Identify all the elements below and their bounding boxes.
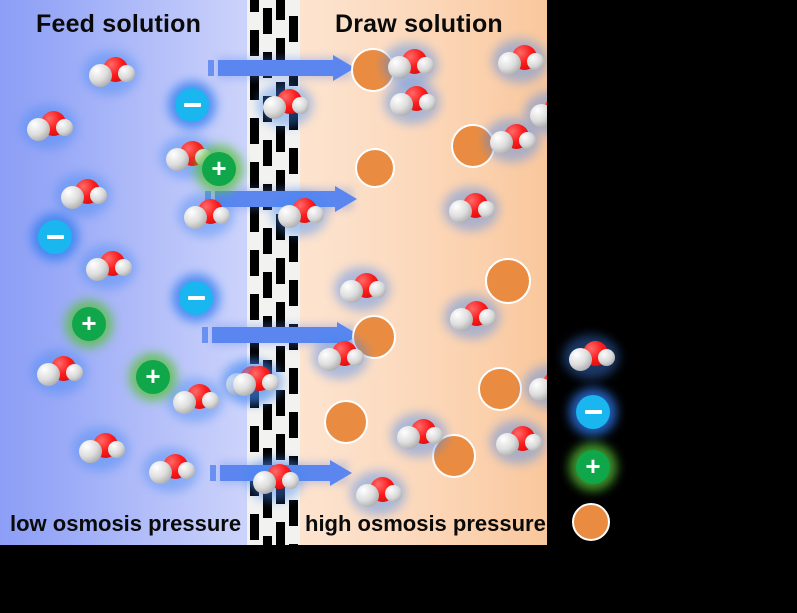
water-molecule-feed — [73, 427, 129, 471]
water-molecule-permeating — [247, 458, 303, 502]
water-molecule-feed — [31, 350, 87, 394]
water-molecule-draw — [444, 295, 500, 339]
water-flux-arrow — [202, 322, 359, 348]
water-molecule-draw — [391, 413, 447, 457]
water-molecule-icon — [563, 335, 619, 379]
water-molecule-feed — [55, 173, 111, 217]
water-molecule-draw — [523, 365, 547, 409]
water-molecule-draw — [492, 39, 547, 83]
water-molecule-feed — [80, 245, 136, 289]
water-molecule-draw — [334, 267, 390, 311]
feed-solution-title: Feed solution — [36, 10, 202, 38]
draw-solute-particle — [324, 400, 368, 444]
water-molecule-feed — [21, 105, 77, 149]
legend-item-anion — [564, 388, 617, 436]
cation-particle: + — [129, 353, 177, 401]
water-molecule-feed — [143, 448, 199, 492]
anion-particle — [168, 81, 216, 129]
draw-solution-title: Draw solution — [335, 10, 503, 38]
water-molecule-draw — [384, 80, 440, 124]
cation-particle: + — [65, 300, 113, 348]
legend-item-draw-solute — [564, 499, 622, 545]
draw-solute-particle — [355, 148, 395, 188]
water-molecule-feed — [83, 51, 139, 95]
draw-solute-particle — [478, 367, 522, 411]
anion-particle — [31, 213, 79, 261]
water-molecule-feed — [167, 378, 223, 422]
water-molecule-draw — [312, 335, 368, 379]
legend-item-water: Water — [563, 334, 670, 380]
water-molecule-permeating — [227, 360, 283, 404]
water-molecule-feed — [178, 193, 234, 237]
water-molecule-draw — [350, 471, 406, 515]
membrane-dash-column — [276, 0, 285, 545]
osmosis-cell-panel: + + + Feed solution Draw solution low osmo… — [0, 0, 547, 545]
cation-icon: + — [569, 443, 617, 491]
water-molecule-permeating — [272, 192, 328, 236]
water-flux-arrow — [208, 55, 355, 81]
water-molecule-draw — [484, 118, 540, 162]
feed-pressure-label: low osmosis pressure — [10, 511, 242, 536]
anion-icon — [569, 388, 617, 436]
water-molecule-draw — [382, 43, 438, 87]
draw-pressure-label: high osmosis pressure — [305, 511, 546, 536]
draw-solute-particle — [352, 315, 396, 359]
water-molecule-draw — [443, 187, 499, 231]
draw-solute-particle — [485, 258, 531, 304]
cation-particle: + — [195, 145, 243, 193]
anion-particle — [172, 274, 220, 322]
water-molecule-draw — [524, 91, 547, 135]
legend: Water + — [563, 334, 797, 545]
water-molecule-draw — [490, 420, 546, 464]
draw-solute-icon — [572, 503, 610, 541]
water-molecule-permeating — [257, 83, 313, 127]
legend-item-cation: + — [564, 443, 617, 491]
